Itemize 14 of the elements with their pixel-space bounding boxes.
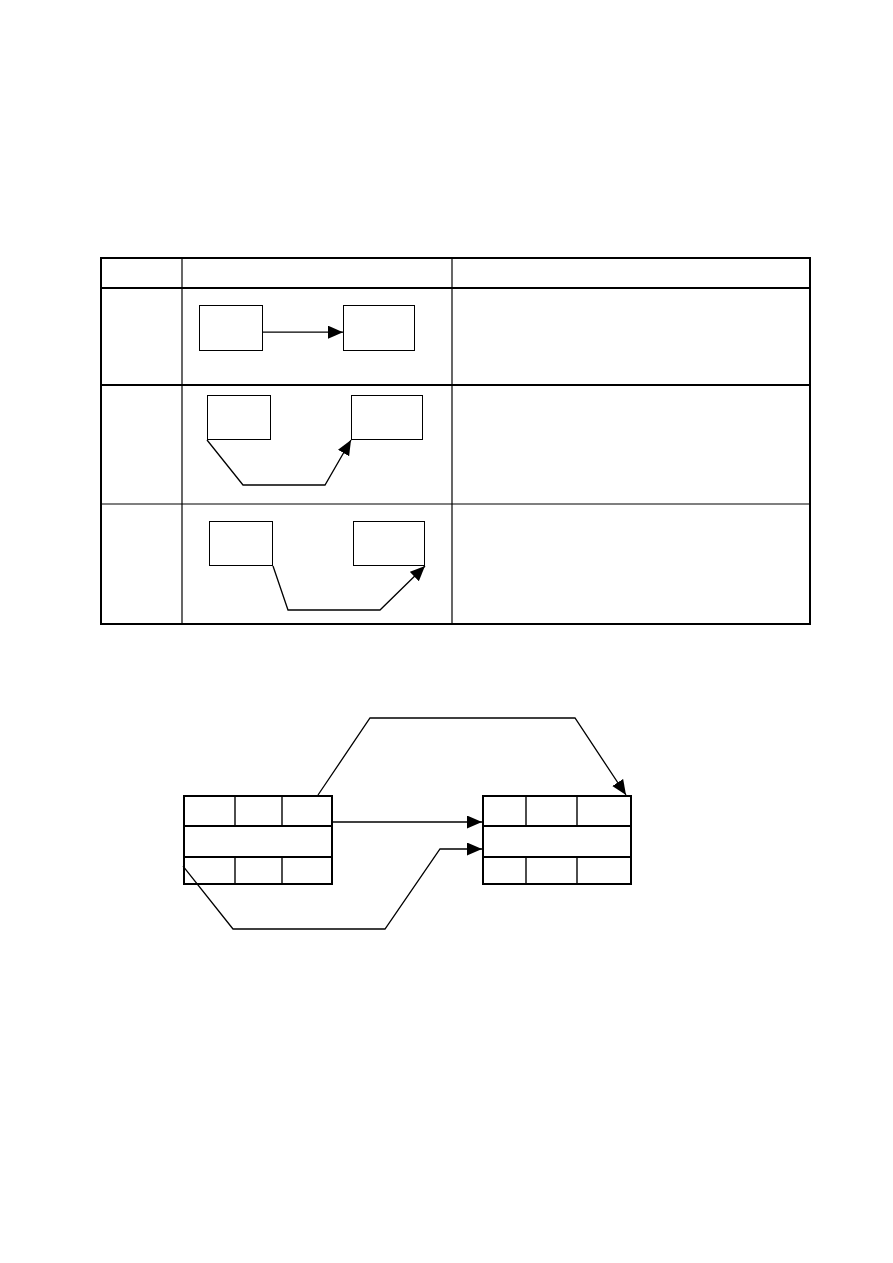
- process-box: [353, 521, 425, 566]
- grid-node-box: [482, 795, 632, 885]
- arrow: [262, 325, 344, 339]
- process-box: [207, 395, 271, 440]
- arrow: [182, 842, 483, 930]
- process-box: [343, 305, 415, 351]
- process-box: [209, 521, 273, 566]
- process-box: [199, 305, 263, 351]
- arrow: [317, 717, 627, 796]
- arrow: [332, 815, 483, 829]
- arrow: [206, 439, 352, 486]
- grid-node-box: [183, 795, 333, 885]
- process-box: [351, 395, 423, 440]
- arrow: [272, 565, 426, 611]
